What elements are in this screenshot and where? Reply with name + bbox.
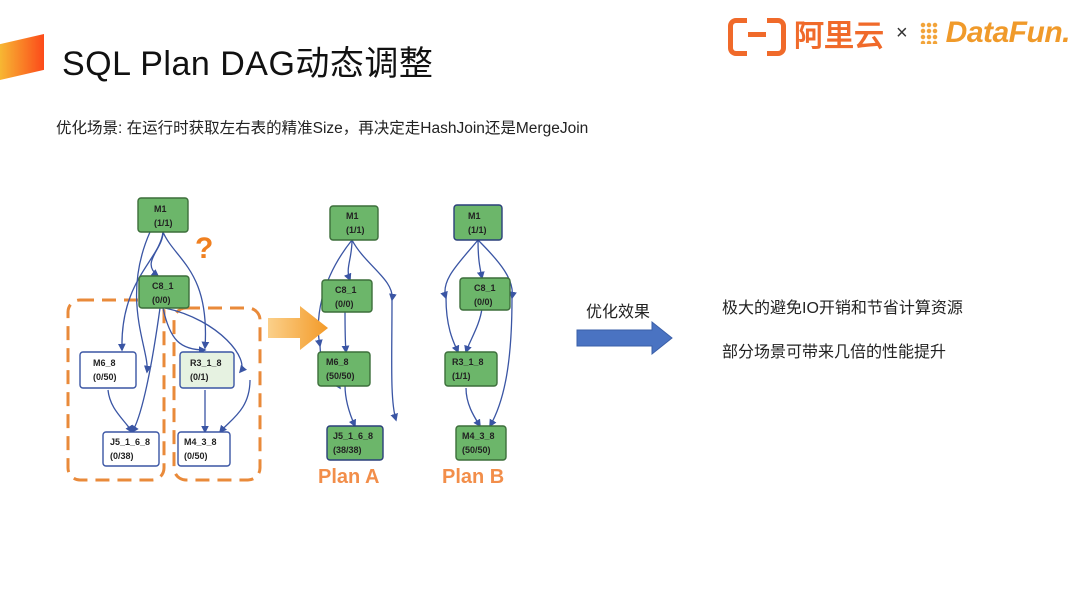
left-dashed-group (66, 298, 166, 482)
logo-group: 阿里云 × DataFun. (727, 10, 1071, 56)
node-label: M4_3_8 (462, 431, 495, 441)
node-m6-plan-a: M6_8 (50/50) (317, 351, 371, 387)
aliyun-logo-text: 阿里云 (793, 20, 884, 53)
node-j5-original: J5_1_6_8 (0/38) (102, 431, 160, 467)
plan-a-label: Plan A (318, 466, 380, 488)
node-m1-original: M1 (1/1) (137, 197, 189, 233)
node-label: C8_1 (335, 285, 357, 295)
node-count: (0/1) (190, 372, 209, 382)
node-c8-plan-b: C8_1 (0/0) (459, 277, 511, 311)
node-count: (1/1) (468, 225, 487, 235)
node-count: (1/1) (346, 225, 365, 235)
aliyun-logo-icon (727, 18, 786, 56)
node-count: (0/50) (93, 372, 117, 382)
node-count: (38/38) (333, 445, 362, 455)
node-label: C8_1 (152, 281, 174, 291)
node-m4-plan-b: M4_3_8 (50/50) (455, 425, 507, 461)
node-m6-original: M6_8 (0/50) (79, 351, 137, 389)
node-label: M6_8 (93, 358, 116, 368)
node-count: (0/50) (184, 451, 208, 461)
node-r3-original: R3_1_8 (0/1) (179, 351, 235, 389)
transition-arrow-icon (268, 306, 328, 350)
node-count: (1/1) (154, 218, 173, 228)
node-m1-plan-a: M1 (1/1) (329, 205, 379, 241)
logo-separator: × (895, 21, 908, 44)
datafun-dots-icon (919, 22, 938, 44)
node-label: C8_1 (474, 283, 496, 293)
node-label: M4_3_8 (184, 437, 217, 447)
node-label: M6_8 (326, 357, 349, 367)
node-label: M1 (154, 204, 167, 214)
node-label: M1 (346, 211, 359, 221)
node-c8-original: C8_1 (0/0) (138, 275, 190, 309)
original-edges (107, 231, 251, 434)
node-label: M1 (468, 211, 481, 221)
node-r3-plan-b: R3_1_8 (1/1) (444, 351, 498, 387)
right-dashed-group (172, 306, 262, 482)
node-count: (0/0) (474, 297, 493, 307)
node-m1-plan-b: M1 (1/1) (453, 204, 503, 241)
datafun-logo-text: DataFun. (945, 16, 1071, 49)
node-count: (50/50) (462, 445, 491, 455)
slide-title: SQL Plan DAG动态调整 (62, 45, 434, 83)
node-label: J5_1_6_8 (333, 431, 373, 441)
effect-title: 优化效果 (586, 304, 651, 321)
effect-point-2: 部分场景可带来几倍的性能提升 (722, 344, 947, 361)
node-j5-plan-a: J5_1_6_8 (38/38) (326, 425, 384, 461)
node-count: (0/0) (335, 299, 354, 309)
node-count: (50/50) (326, 371, 355, 381)
effect-point-1: 极大的避免IO开销和节省计算资源 (722, 300, 963, 317)
effect-arrow-icon (576, 320, 673, 356)
node-count: (0/38) (110, 451, 134, 461)
node-m4-original: M4_3_8 (0/50) (177, 431, 231, 467)
plan-a-edges (314, 239, 398, 428)
node-count: (1/1) (452, 371, 471, 381)
plan-b-label: Plan B (442, 466, 504, 488)
subtitle: 优化场景: 在运行时获取左右表的精准Size，再决定走HashJoin还是Mer… (56, 120, 589, 137)
node-count: (0/0) (152, 295, 171, 305)
question-mark: ? (195, 232, 213, 265)
node-label: J5_1_6_8 (110, 437, 150, 447)
plan-b-edges (440, 239, 517, 428)
node-label: R3_1_8 (190, 358, 222, 368)
node-c8-plan-a: C8_1 (0/0) (321, 279, 373, 313)
node-label: R3_1_8 (452, 357, 484, 367)
